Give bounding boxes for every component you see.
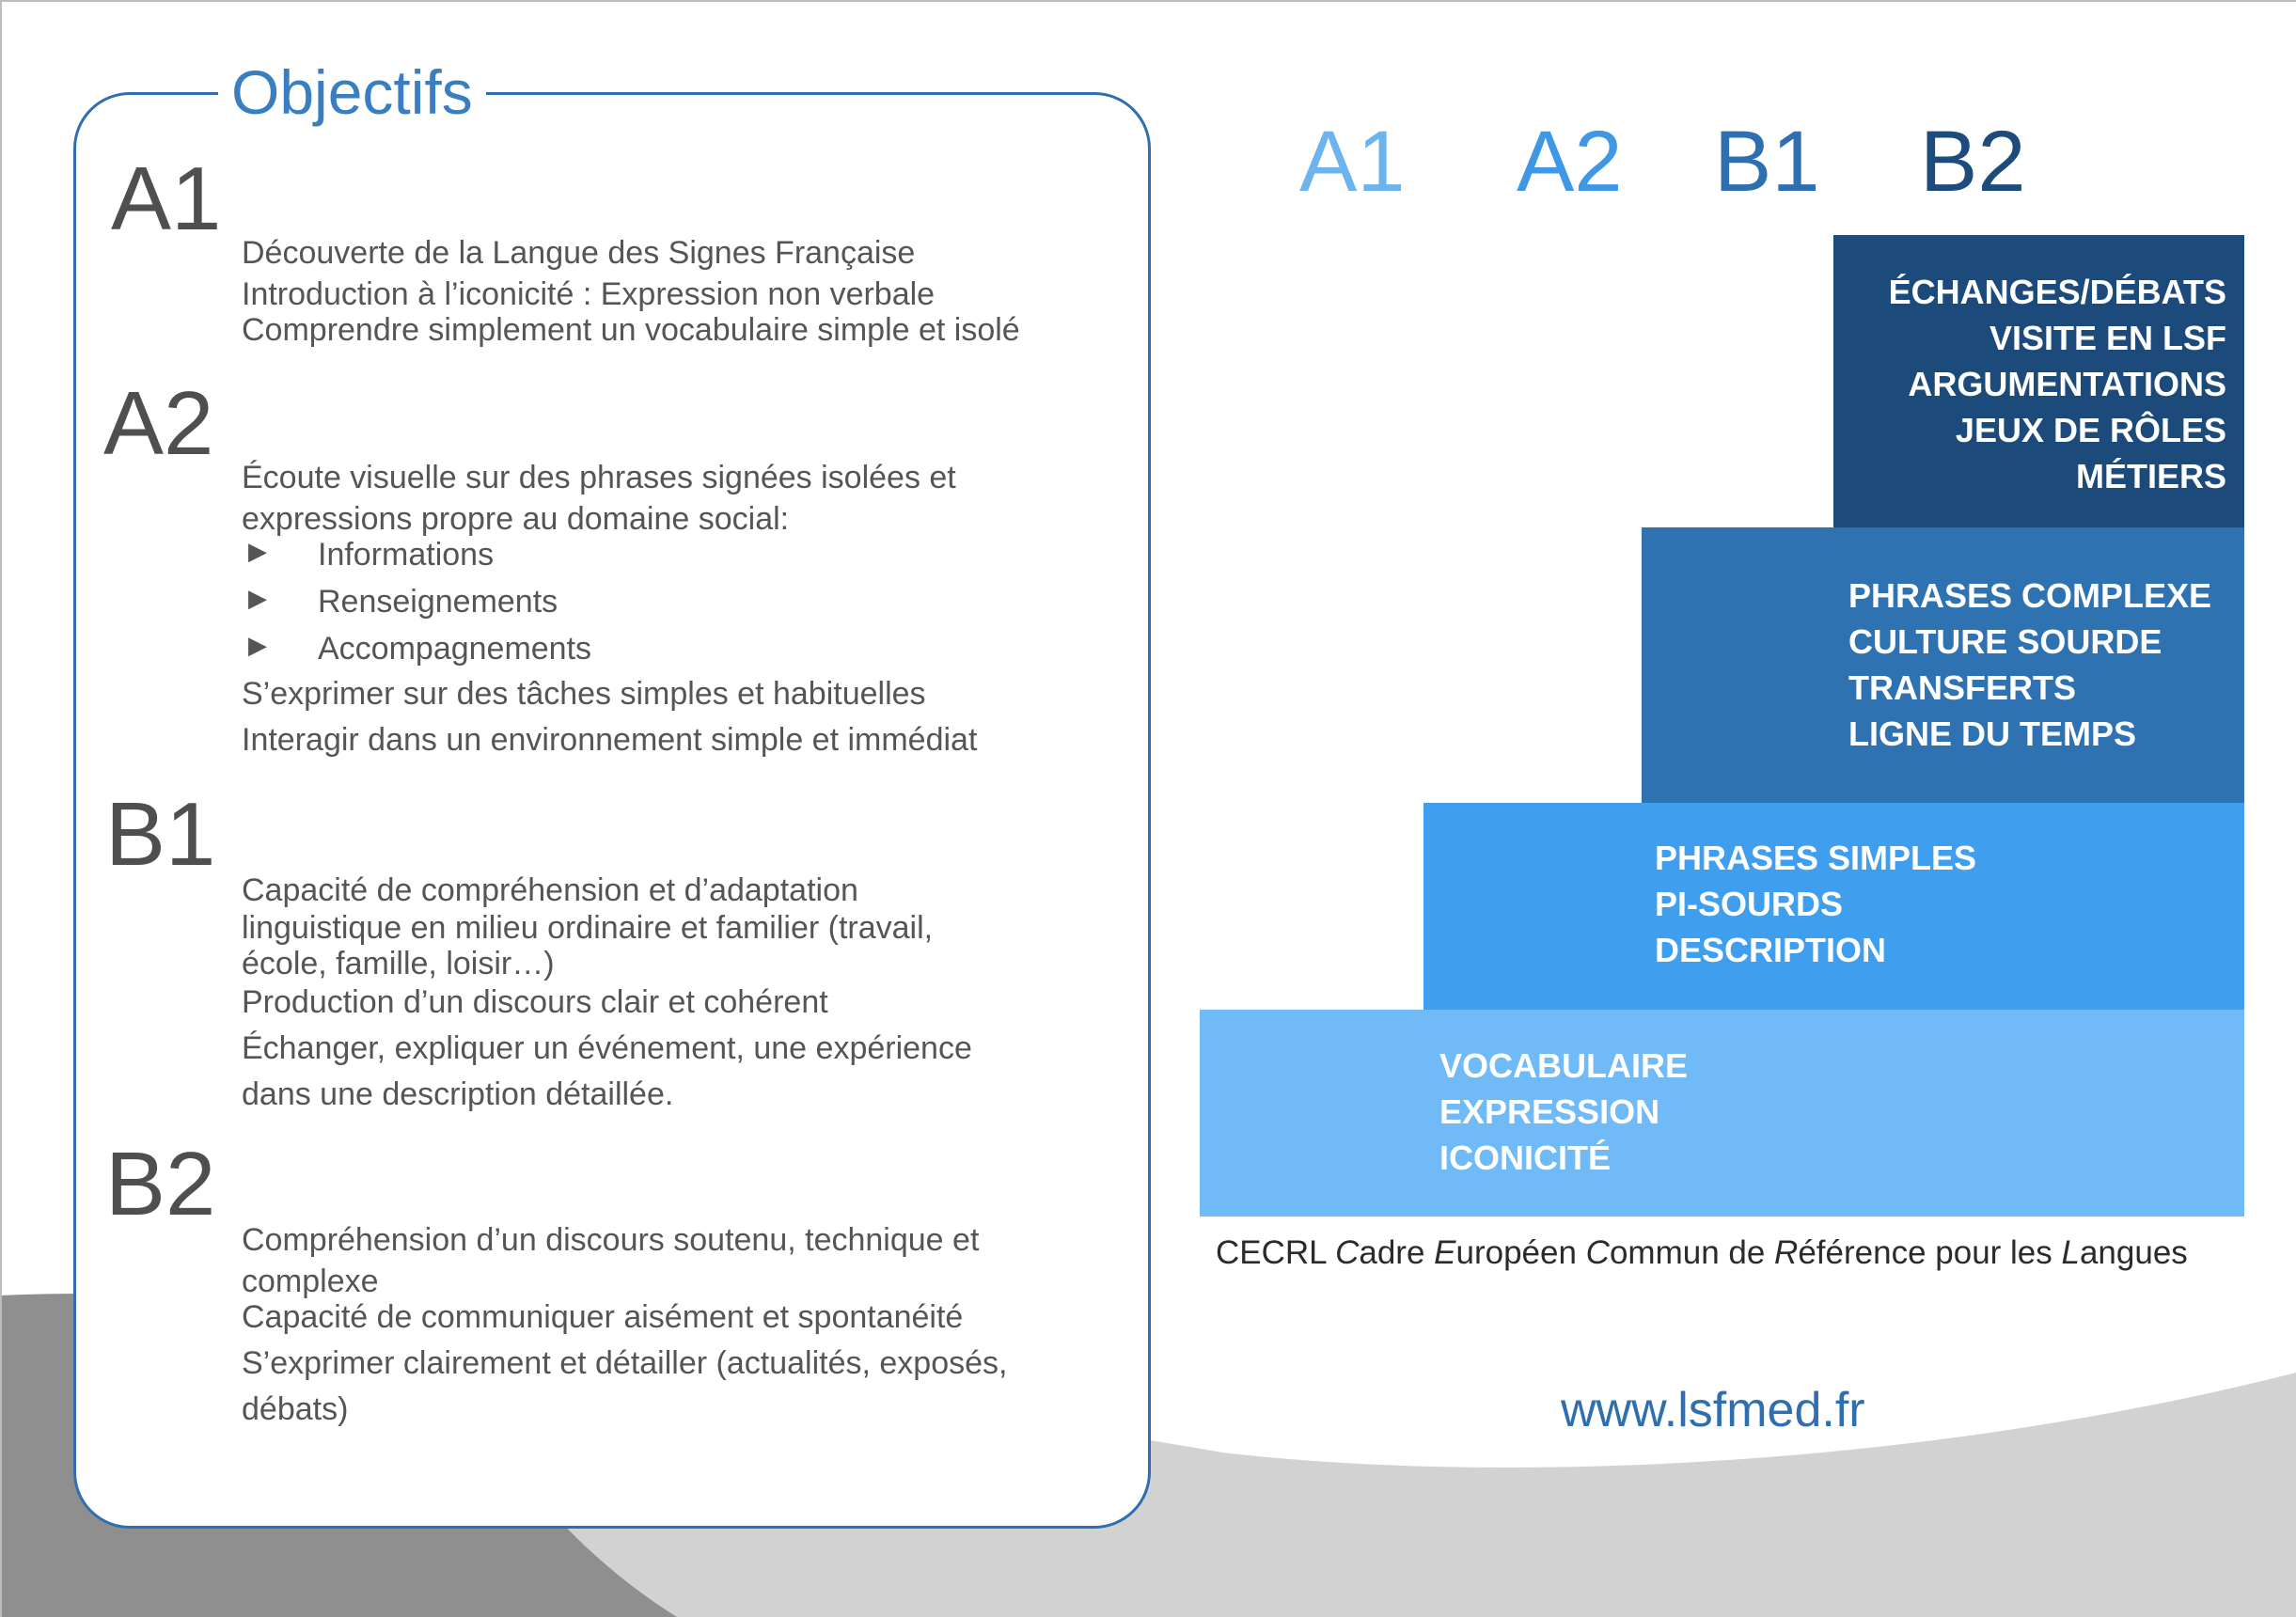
step-b2: [1833, 235, 2244, 527]
level-b1-heading: B1: [105, 784, 216, 885]
a2-line-2: expressions propre au domaine social:: [242, 501, 790, 537]
a1-step-item-3: ICONICITÉ: [1439, 1138, 1612, 1177]
b2-step-item-3: ARGUMENTATIONS: [1908, 365, 2226, 403]
column-header-a1: A1: [1299, 114, 1406, 210]
objectives-title: Objectifs: [218, 55, 486, 130]
step-a1: [1200, 1010, 2244, 1217]
level-b2-heading: B2: [105, 1134, 216, 1234]
b1-line-4: Production d’un discours clair et cohére…: [242, 984, 828, 1020]
b2-step-item-2: VISITE EN LSF: [1989, 319, 2226, 357]
step-b1: [1642, 527, 2244, 803]
website-link[interactable]: www.lsfmed.fr: [1561, 1383, 1865, 1437]
b2-line-5: débats): [242, 1391, 349, 1427]
a2-line-4: Interagir dans un environnement simple e…: [242, 722, 978, 758]
level-a1-heading: A1: [111, 149, 222, 249]
a2-step-item-3: DESCRIPTION: [1655, 931, 1887, 969]
a2-line-3: S’exprimer sur des tâches simples et hab…: [242, 676, 926, 712]
b2-step-item-4: JEUX DE RÔLES: [1955, 411, 2226, 449]
column-header-b1: B1: [1714, 114, 1820, 210]
b1-line-3: école, famille, loisir…): [242, 946, 555, 981]
b1-line-5: Échanger, expliquer un événement, une ex…: [242, 1030, 972, 1066]
a2-bullet-2: Renseignements: [318, 584, 558, 620]
a2-line-1: Écoute visuelle sur des phrases signées …: [242, 460, 956, 495]
a2-bullet-3: Accompagnements: [318, 631, 592, 667]
a1-step-item-1: VOCABULAIRE: [1439, 1046, 1689, 1085]
b1-line-6: dans une description détaillée.: [242, 1076, 674, 1112]
b1-line-1: Capacité de compréhension et d’adaptatio…: [242, 872, 858, 908]
a1-step-item-2: EXPRESSION: [1439, 1092, 1660, 1131]
step-a2: [1423, 803, 2244, 1010]
b1-step-item-1: PHRASES COMPLEXE: [1848, 576, 2212, 615]
column-header-a2: A2: [1517, 114, 1623, 210]
b1-step-item-2: CULTURE SOURDE: [1848, 622, 2162, 661]
bullet-arrow-icon: ▶: [248, 584, 267, 612]
b1-step-item-3: TRANSFERTS: [1848, 668, 2076, 707]
b2-line-3: Capacité de communiquer aisément et spon…: [242, 1299, 964, 1335]
column-header-b2: B2: [1920, 114, 2026, 210]
objectives-panel: [73, 92, 1151, 1529]
a2-step-item-1: PHRASES SIMPLES: [1655, 839, 1977, 877]
b2-line-2: complexe: [242, 1264, 379, 1299]
a2-bullet-1: Informations: [318, 537, 495, 573]
a1-line-1: Découverte de la Langue des Signes Franç…: [242, 235, 916, 271]
b2-line-1: Compréhension d’un discours soutenu, tec…: [242, 1222, 980, 1258]
b2-step-item-5: MÉTIERS: [2075, 457, 2226, 495]
b1-step-item-4: LIGNE DU TEMPS: [1848, 714, 2137, 753]
b2-line-4: S’exprimer clairement et détailler (actu…: [242, 1345, 1008, 1381]
b1-line-2: linguistique en milieu ordinaire et fami…: [242, 910, 934, 946]
bullet-arrow-icon: ▶: [248, 631, 267, 659]
a1-line-2: Introduction à l’iconicité : Expression …: [242, 276, 936, 312]
cecrl-caption: CECRL Cadre Européen Commun de Référence…: [1216, 1234, 2188, 1271]
b2-step-item-1: ÉCHANGES/DÉBATS: [1888, 273, 2226, 311]
a2-step-item-2: PI-SOURDS: [1655, 885, 1844, 923]
bullet-arrow-icon: ▶: [248, 537, 267, 565]
a1-line-3: Comprendre simplement un vocabulaire sim…: [242, 312, 1020, 348]
level-a2-heading: A2: [103, 373, 214, 474]
